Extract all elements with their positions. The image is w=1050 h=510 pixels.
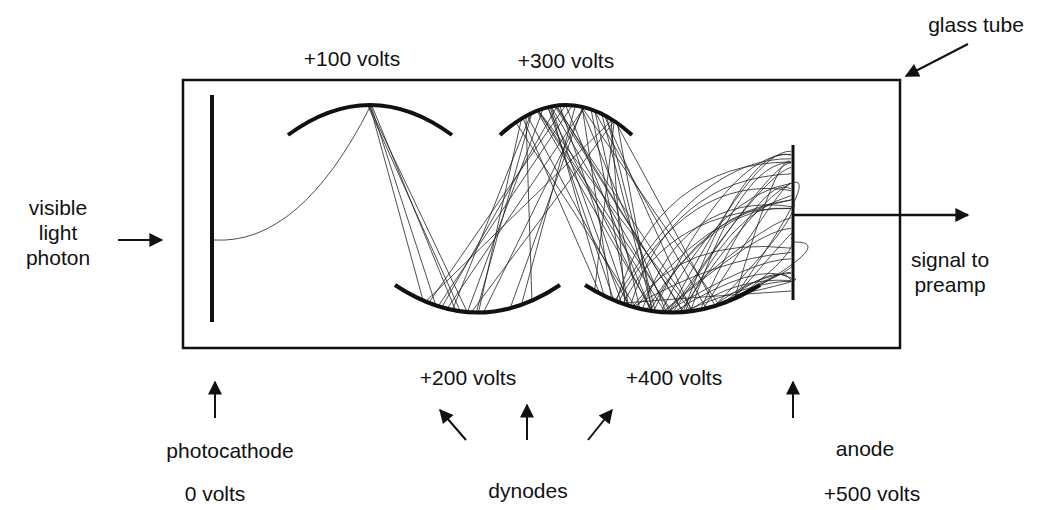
anode-plate bbox=[792, 145, 795, 300]
photon-arrow bbox=[118, 239, 162, 241]
dynode-arc bbox=[288, 105, 452, 135]
voltage-label: +500 volts bbox=[802, 481, 942, 506]
voltage-label: +400 volts bbox=[599, 365, 749, 390]
voltage-label: +300 volts bbox=[491, 48, 641, 73]
leader-arrow bbox=[792, 382, 794, 418]
electron-trajectories bbox=[214, 105, 808, 312]
output-label: signal to preamp bbox=[885, 247, 1015, 297]
leader-arrow bbox=[214, 382, 216, 418]
voltage-label: +200 volts bbox=[393, 365, 543, 390]
part-label: dynodes bbox=[458, 478, 598, 503]
voltage-label: +100 volts bbox=[277, 46, 427, 71]
part-label: photocathode bbox=[130, 438, 330, 463]
leader-arrow bbox=[526, 405, 528, 440]
glass-tube bbox=[183, 80, 900, 348]
part-label: anode bbox=[810, 436, 920, 461]
leader-arrow bbox=[440, 410, 466, 440]
photocathode-plate bbox=[210, 95, 214, 322]
dynode-arc bbox=[500, 105, 632, 135]
signal-arrow bbox=[793, 214, 968, 217]
leader-arrow bbox=[906, 44, 968, 76]
leader-arrow bbox=[588, 410, 612, 440]
part-label: glass tube bbox=[906, 12, 1046, 37]
voltage-label: 0 volts bbox=[155, 481, 275, 506]
dynode-arc bbox=[395, 285, 560, 313]
dynode-arc bbox=[585, 285, 760, 313]
input-label: visible light photon bbox=[13, 195, 103, 270]
